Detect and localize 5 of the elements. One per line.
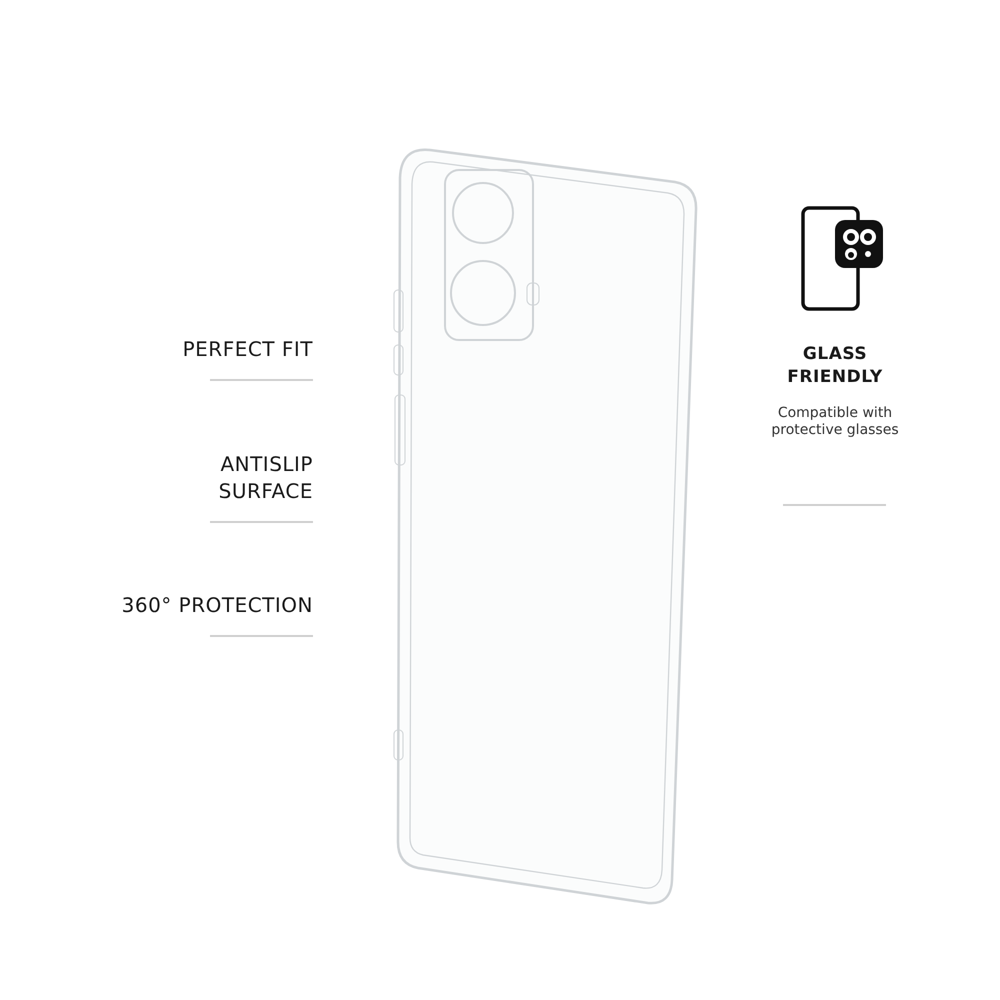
feature-label: PERFECT FIT [182,336,313,363]
feature-description: Compatible with protective glasses [770,405,900,439]
feature-heading: GLASS FRIENDLY [786,343,884,389]
feature-label: 360° PROTECTION [120,592,313,619]
feature-label: ANTISLIP SURFACE [218,451,313,505]
